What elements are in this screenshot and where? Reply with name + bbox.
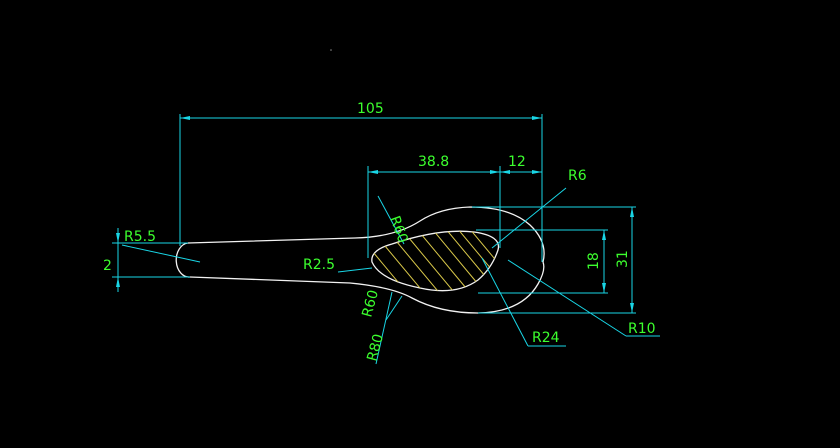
dim-bowl-radius: R10 <box>628 321 656 337</box>
dim-inner-top-radius: R6 <box>568 168 587 184</box>
dim-outer-lower-radius: R80 <box>364 332 387 363</box>
handle-end-arc[interactable] <box>175 242 191 278</box>
dim-upper-curve-radius: R60 <box>386 214 410 245</box>
part-outline[interactable] <box>175 206 545 314</box>
dim-inner-height: 18 <box>586 252 602 270</box>
handle-bottom-edge[interactable] <box>189 261 545 314</box>
dim-inner-tip-radius: R2.5 <box>303 257 335 273</box>
dim-bowl-offset: 38.8 <box>418 154 449 170</box>
dimension-lines <box>112 114 660 365</box>
handle-top-edge[interactable] <box>187 206 545 263</box>
dim-handle-end-width: 2 <box>103 258 112 274</box>
speck-mark <box>330 49 332 51</box>
dim-handle-end-radius: R5.5 <box>124 229 156 245</box>
dim-tip-offset: 12 <box>508 154 526 170</box>
dim-overall-height: 31 <box>615 250 631 268</box>
dim-lower-curve-radius: R60 <box>359 288 382 319</box>
dimension-labels: 105 38.8 12 R6 R5.5 2 R2.5 R24 R10 R60 R… <box>103 101 656 363</box>
dim-overall-length: 105 <box>357 101 384 117</box>
dim-inner-bottom-radius: R24 <box>532 330 560 346</box>
